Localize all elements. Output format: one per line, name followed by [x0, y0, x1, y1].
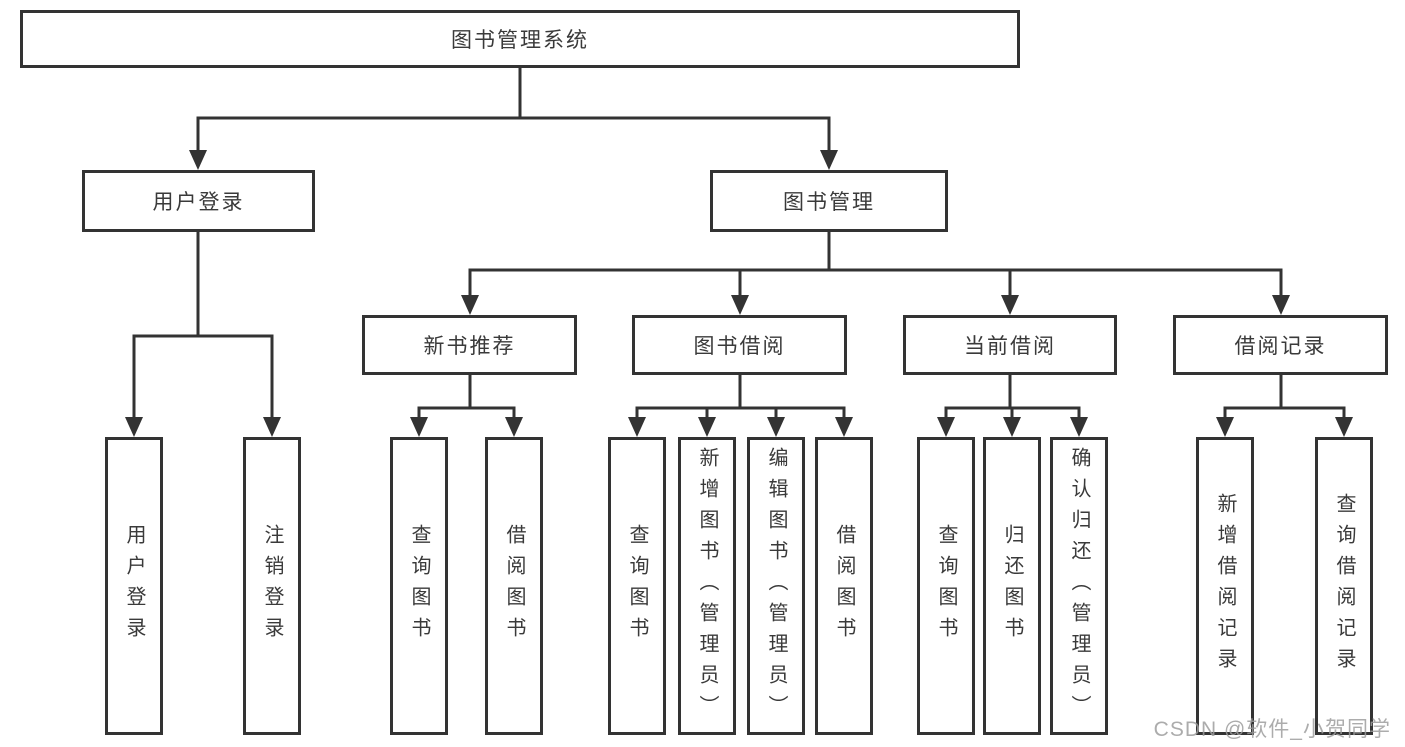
node-leaf-query-books-borrow: 查询图书 — [608, 437, 666, 735]
node-leaf-borrow-books-recommend: 借阅图书 — [485, 437, 543, 735]
branch-current-borrow — [937, 375, 1088, 437]
watermark: CSDN @软件_小贺同学 — [1153, 718, 1391, 741]
arrow-down-icon — [1216, 417, 1353, 437]
node-borrow-records: 借阅记录 — [1173, 315, 1388, 375]
branch-book-management-rail — [468, 268, 1283, 298]
node-book-management: 图书管理 — [710, 170, 948, 232]
arrow-down-icon — [125, 417, 281, 437]
node-current-borrow: 当前借阅 — [903, 315, 1117, 375]
node-user-login: 用户登录 — [82, 170, 315, 232]
node-leaf-edit-book-admin: 编辑图书（管理员） — [747, 437, 805, 735]
branch-root-rail — [196, 116, 831, 152]
branch-user-login — [125, 232, 281, 437]
node-library-management-system: 图书管理系统 — [20, 10, 1020, 68]
node-leaf-query-borrow-record: 查询借阅记录 — [1315, 437, 1373, 735]
branch-book-management — [461, 232, 1290, 315]
arrow-down-icon — [628, 417, 853, 437]
node-leaf-user-login: 用户登录 — [105, 437, 163, 735]
node-leaf-borrow-books: 借阅图书 — [815, 437, 873, 735]
arrow-down-icon — [189, 150, 838, 170]
branch-borrow-records — [1216, 375, 1353, 437]
branch-user-login-rail — [132, 334, 274, 420]
node-leaf-return-books: 归还图书 — [983, 437, 1041, 735]
node-book-borrow: 图书借阅 — [632, 315, 847, 375]
arrow-down-icon — [410, 417, 523, 437]
node-leaf-confirm-return-admin: 确认归还（管理员） — [1050, 437, 1108, 735]
node-leaf-query-books-current: 查询图书 — [917, 437, 975, 735]
arrow-down-icon — [461, 295, 1290, 315]
branch-borrow-records-rail — [1223, 406, 1346, 420]
branch-current-borrow-rail — [944, 406, 1081, 420]
branch-book-borrow — [628, 375, 853, 437]
node-leaf-add-borrow-record: 新增借阅记录 — [1196, 437, 1254, 735]
node-leaf-query-books-recommend: 查询图书 — [390, 437, 448, 735]
node-new-book-recommend: 新书推荐 — [362, 315, 577, 375]
branch-root — [189, 68, 838, 170]
branch-new-book-recommend-rail — [417, 406, 516, 420]
arrow-down-icon — [937, 417, 1088, 437]
node-leaf-logout: 注销登录 — [243, 437, 301, 735]
branch-new-book-recommend — [410, 375, 523, 437]
branch-book-borrow-rail — [635, 406, 846, 420]
node-leaf-add-book-admin: 新增图书（管理员） — [678, 437, 736, 735]
